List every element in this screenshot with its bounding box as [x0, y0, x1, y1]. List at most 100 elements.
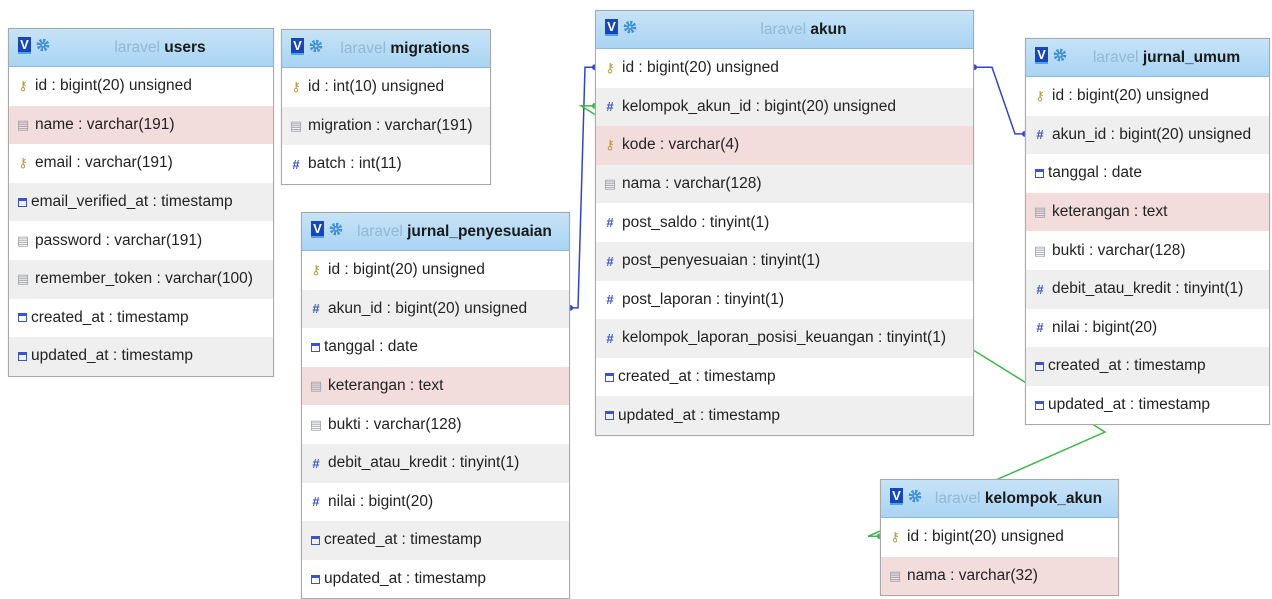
number-icon: #	[606, 292, 614, 308]
column-type: varchar(191)	[84, 154, 173, 172]
column-row[interactable]: ⚷id : bigint(20) unsigned	[9, 67, 273, 106]
column-row[interactable]: ▤migration : varchar(191)	[282, 106, 490, 146]
date-icon	[1035, 361, 1044, 371]
column-row[interactable]: ▤password : varchar(191)	[9, 221, 273, 260]
column-type: text	[418, 377, 444, 395]
column-name: password	[35, 231, 102, 249]
column-row[interactable]: #kelompok_akun_id : bigint(20) unsigned	[596, 87, 973, 127]
column-row[interactable]: #nilai : bigint(20)	[302, 483, 569, 522]
column-row[interactable]: ▤keterangan : text	[1026, 192, 1269, 232]
database-name: laravel	[1092, 49, 1139, 66]
column-row[interactable]: created_at : timestamp	[9, 299, 273, 338]
column-row[interactable]: updated_at : timestamp	[9, 337, 273, 376]
column-row[interactable]: #post_saldo : tinyint(1)	[596, 203, 973, 242]
column-row[interactable]: created_at : timestamp	[302, 521, 569, 560]
column-row[interactable]: #post_penyesuaian : tinyint(1)	[596, 241, 973, 281]
column-row[interactable]: ▤name : varchar(191)	[9, 105, 273, 145]
column-row[interactable]: ▤nama : varchar(32)	[881, 556, 1118, 596]
column-separator: :	[148, 193, 162, 211]
column-row[interactable]: updated_at : timestamp	[302, 560, 569, 599]
column-row[interactable]: ⚷id : bigint(20) unsigned	[302, 251, 569, 290]
column-row[interactable]: #batch : int(11)	[282, 145, 490, 184]
column-row[interactable]: ⚷email : varchar(191)	[9, 144, 273, 183]
column-separator: :	[401, 570, 415, 588]
gear-icon[interactable]	[623, 20, 637, 34]
column-row[interactable]: #akun_id : bigint(20) unsigned	[302, 289, 569, 329]
column-row[interactable]: tanggal : date	[1026, 154, 1269, 193]
column-row[interactable]: created_at : timestamp	[596, 358, 973, 397]
column-name: id	[328, 261, 341, 279]
column-row[interactable]: #debit_atau_kredit : tinyint(1)	[1026, 269, 1269, 309]
gear-icon[interactable]	[309, 39, 323, 53]
column-name: kelompok_akun_id	[622, 97, 752, 115]
column-type: varchar(32)	[958, 566, 1038, 584]
toggle-columns-icon[interactable]: V	[890, 488, 903, 505]
column-type: tinyint(1)	[724, 290, 784, 308]
column-name: remember_token	[35, 270, 153, 288]
column-row[interactable]: ▤bukti : varchar(128)	[302, 405, 569, 444]
column-row[interactable]: ⚷id : bigint(20) unsigned	[881, 518, 1118, 557]
column-row[interactable]: #kelompok_laporan_posisi_keuangan : tiny…	[596, 319, 973, 358]
toggle-columns-icon[interactable]: V	[291, 38, 304, 55]
column-type: int(10) unsigned	[333, 78, 445, 96]
column-row[interactable]: ⚷id : bigint(20) unsigned	[596, 49, 973, 88]
column-row[interactable]: ▤keterangan : text	[302, 366, 569, 406]
gear-icon[interactable]	[1053, 48, 1067, 62]
date-icon	[311, 342, 320, 352]
column-name: keterangan	[1052, 203, 1130, 221]
column-type: timestamp	[414, 570, 487, 588]
column-row[interactable]: updated_at : timestamp	[596, 396, 973, 435]
table-name: users	[164, 39, 206, 56]
toggle-columns-icon[interactable]: V	[605, 19, 618, 36]
table-name: kelompok_akun	[984, 490, 1103, 507]
column-row[interactable]: created_at : timestamp	[1026, 347, 1269, 386]
column-row[interactable]: #post_laporan : tinyint(1)	[596, 281, 973, 320]
gear-icon[interactable]	[36, 38, 50, 52]
column-row[interactable]: ⚷id : bigint(20) unsigned	[1026, 77, 1269, 116]
column-separator: :	[382, 299, 396, 317]
column-name: nilai	[328, 492, 356, 510]
column-row[interactable]: ⚷id : int(10) unsigned	[282, 68, 490, 107]
column-row[interactable]: updated_at : timestamp	[1026, 386, 1269, 425]
column-separator: :	[695, 406, 709, 424]
gear-icon[interactable]	[908, 489, 922, 503]
column-row[interactable]: ▤remember_token : varchar(100)	[9, 259, 273, 299]
string-icon: ▤	[16, 232, 30, 248]
string-icon: ▤	[309, 378, 323, 394]
column-type: varchar(100)	[165, 270, 253, 288]
column-row[interactable]: #nilai : bigint(20)	[1026, 309, 1269, 348]
number-icon: #	[606, 99, 614, 115]
column-name: kode	[622, 136, 656, 154]
column-name: post_laporan	[622, 290, 712, 308]
column-name: tanggal	[1048, 164, 1099, 182]
string-icon: ▤	[309, 416, 323, 432]
toggle-columns-icon[interactable]: V	[1035, 47, 1048, 64]
column-row[interactable]: #debit_atau_kredit : tinyint(1)	[302, 443, 569, 483]
column-row[interactable]: ▤nama : varchar(128)	[596, 164, 973, 204]
column-type: varchar(191)	[384, 116, 473, 134]
column-separator: :	[108, 347, 122, 365]
toggle-columns-icon[interactable]: V	[311, 221, 324, 238]
column-row[interactable]: tanggal : date	[302, 328, 569, 367]
gear-icon[interactable]	[329, 222, 343, 236]
column-type: timestamp	[410, 531, 482, 549]
column-row[interactable]: email_verified_at : timestamp	[9, 182, 273, 222]
column-row[interactable]: ⚷kode : varchar(4)	[596, 126, 973, 165]
table-title: laravel jurnal_umum	[1070, 39, 1263, 76]
toggle-columns-icon[interactable]: V	[18, 37, 31, 54]
column-row[interactable]: #akun_id : bigint(20) unsigned	[1026, 115, 1269, 155]
column-row[interactable]: ▤bukti : varchar(128)	[1026, 231, 1269, 270]
